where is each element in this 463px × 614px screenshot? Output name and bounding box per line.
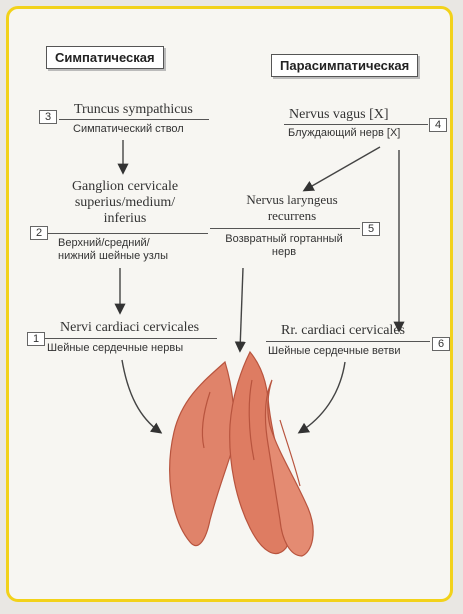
node-number-1: 1 xyxy=(27,332,45,346)
node-number-5: 5 xyxy=(362,222,380,236)
node-latin-ganglion: Ganglion cervicale superius/medium/ infe… xyxy=(40,179,210,227)
node-latin-truncus: Truncus sympathicus xyxy=(74,102,193,118)
node-russian-truncus: Симпатический ствол xyxy=(73,123,184,135)
node-russian-recurrens: Возвратный гортанный нерв xyxy=(209,233,359,259)
arrow-nerves-to-heart xyxy=(122,360,160,432)
arrow-recurrent-to-heart xyxy=(240,268,243,350)
node-russian-rr-cardiaci: Шейные сердечные ветви xyxy=(268,345,401,357)
arrow-vagus-to-recurrent xyxy=(305,147,380,190)
node-russian-vagus: Блуждающий нерв [X] xyxy=(288,127,400,139)
node-rule xyxy=(48,233,208,234)
node-rule xyxy=(59,119,209,120)
heart-illustration xyxy=(170,352,313,556)
node-rule xyxy=(266,341,430,342)
node-number-3: 3 xyxy=(39,110,57,124)
node-rule xyxy=(45,338,217,339)
node-rule xyxy=(210,228,360,229)
node-number-2: 2 xyxy=(30,226,48,240)
node-number-4: 4 xyxy=(429,118,447,132)
node-russian-nervi-cardiaci: Шейные сердечные нервы xyxy=(47,342,183,354)
node-latin-rr-cardiaci: Rr. cardiaci cervicales xyxy=(281,323,405,339)
parasympathetic-header: Парасимпатическая xyxy=(271,54,418,77)
sympathetic-header: Симпатическая xyxy=(46,46,164,69)
arrow-branches-to-heart xyxy=(300,362,345,432)
node-latin-vagus: Nervus vagus [X] xyxy=(289,107,389,123)
node-latin-recurrens: Nervus laryngeus recurrens xyxy=(222,192,362,224)
node-number-6: 6 xyxy=(432,337,450,351)
node-latin-nervi-cardiaci: Nervi cardiaci cervicales xyxy=(60,320,199,336)
node-russian-ganglion: Верхний/средний/ нижний шейные узлы xyxy=(58,237,168,263)
node-rule xyxy=(284,124,428,125)
